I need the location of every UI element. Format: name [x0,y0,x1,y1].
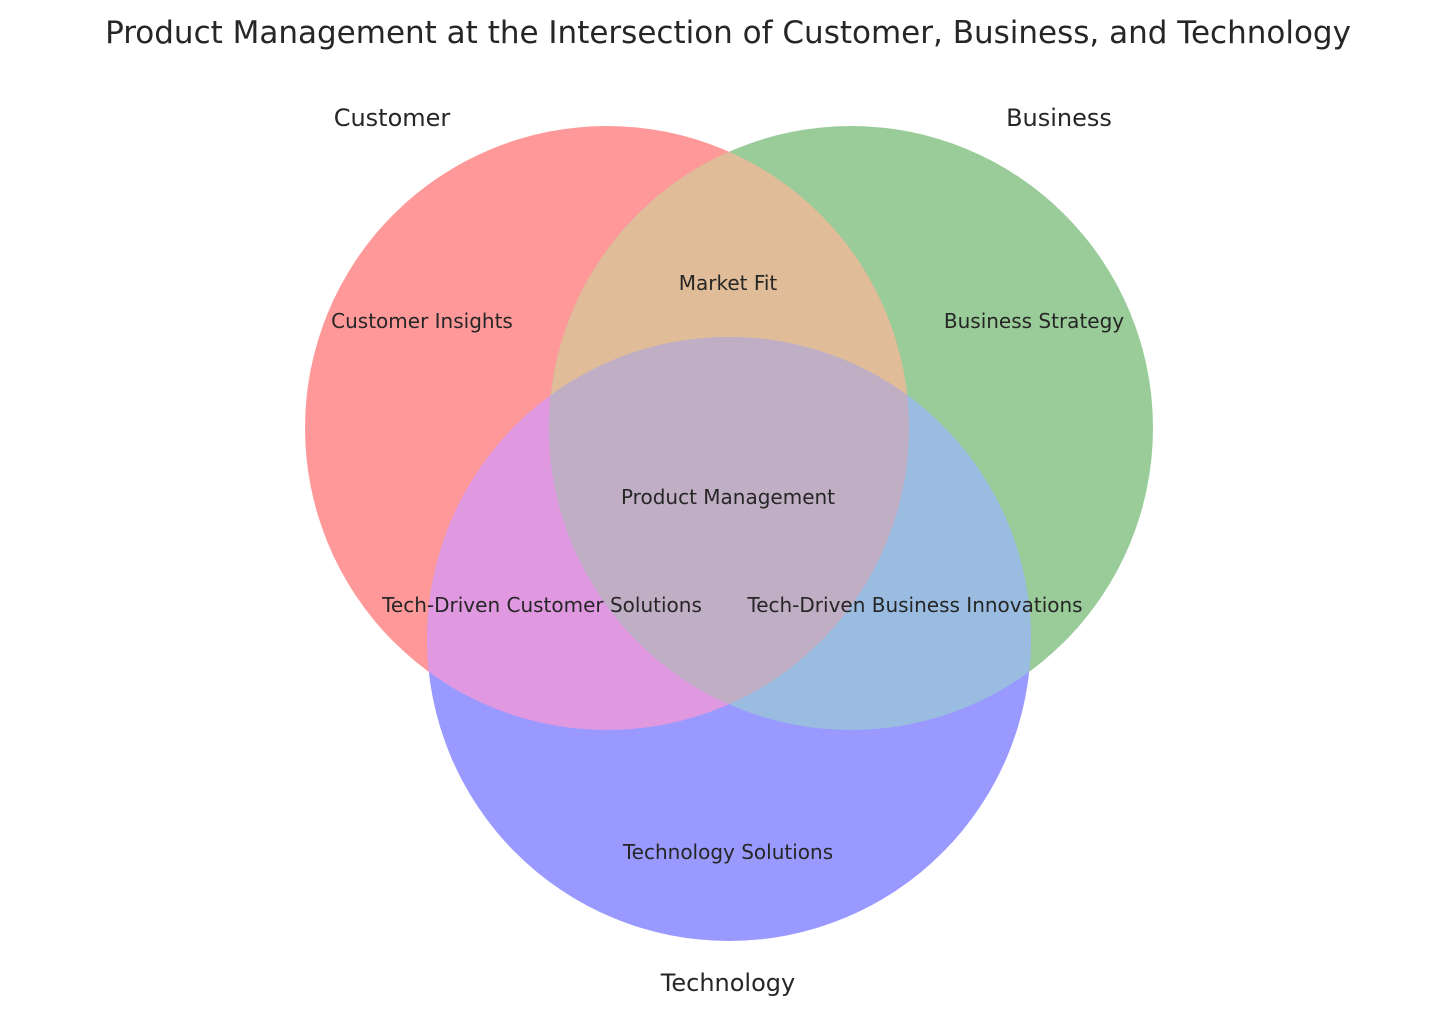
set-label-business: Business [1006,104,1112,132]
region-label-all-three: Product Management [621,485,835,509]
triple-overlap [549,337,909,730]
region-label-customer-only: Customer Insights [331,309,513,333]
region-label-technology-only: Technology Solutions [622,840,833,864]
set-label-technology: Technology [660,969,795,997]
region-label-business-only: Business Strategy [944,309,1124,333]
region-label-customer-technology: Tech-Driven Customer Solutions [381,593,702,617]
diagram-title: Product Management at the Intersection o… [105,15,1351,51]
region-label-customer-business: Market Fit [679,271,778,295]
set-label-customer: Customer [334,104,451,132]
region-label-business-technology: Tech-Driven Business Innovations [746,593,1082,617]
